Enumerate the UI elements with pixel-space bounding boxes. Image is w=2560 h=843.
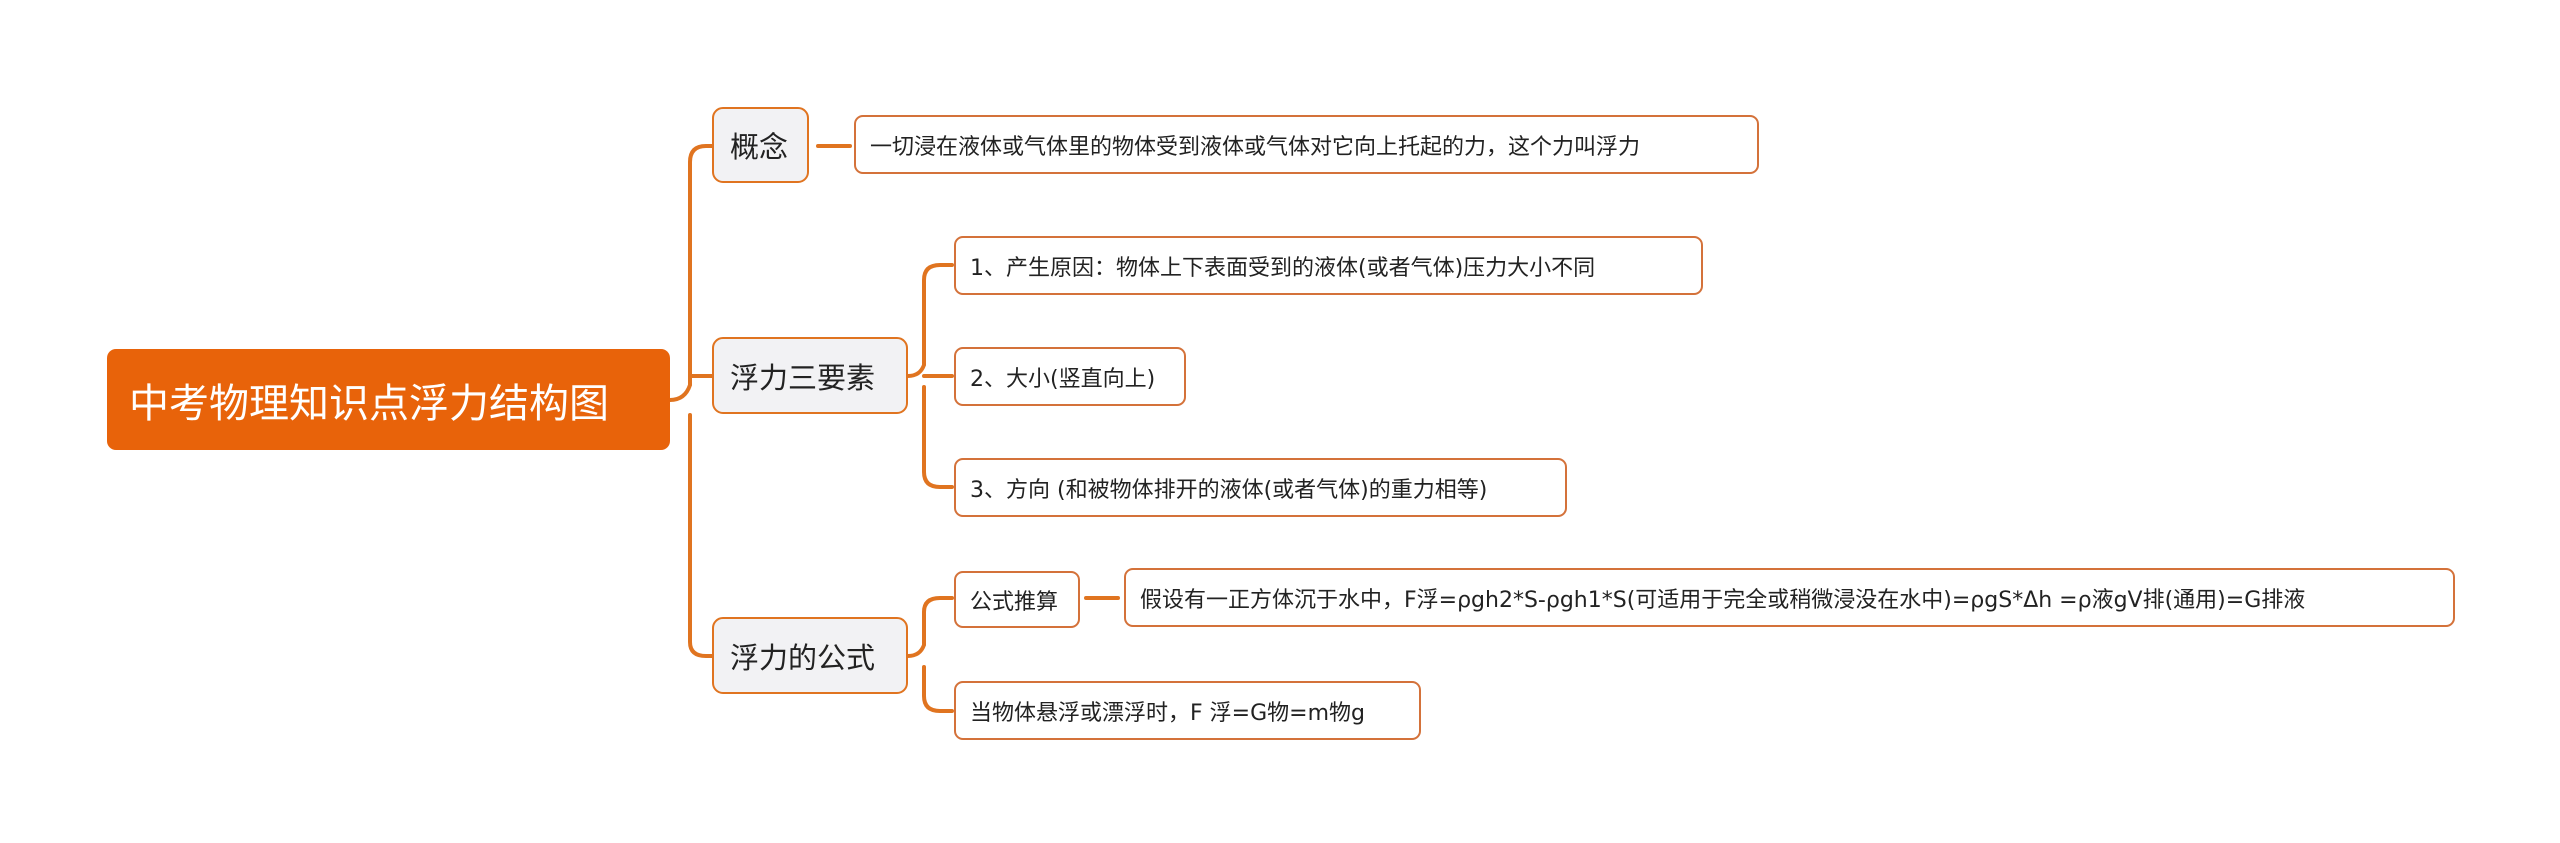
root-topic[interactable]: 中考物理知识点浮力结构图 bbox=[107, 349, 670, 450]
leaf-cause[interactable]: 1、产生原因：物体上下表面受到的液体(或者气体)压力大小不同 bbox=[954, 236, 1703, 295]
connector-elements bbox=[906, 263, 954, 489]
branch-concept[interactable]: 概念 bbox=[712, 107, 809, 183]
leaf-formula-derivation-label[interactable]: 公式推算 bbox=[954, 571, 1080, 628]
leaf-floating-condition[interactable]: 当物体悬浮或漂浮时，F 浮=G物=m物g bbox=[954, 681, 1421, 740]
branch-three-elements[interactable]: 浮力三要素 bbox=[712, 337, 908, 414]
leaf-concept-definition[interactable]: 一切浸在液体或气体里的物体受到液体或气体对它向上托起的力，这个力叫浮力 bbox=[854, 115, 1759, 174]
leaf-direction[interactable]: 3、方向 (和被物体排开的液体(或者气体)的重力相等) bbox=[954, 458, 1567, 517]
connector-root bbox=[668, 144, 714, 658]
leaf-magnitude[interactable]: 2、大小(竖直向上) bbox=[954, 347, 1186, 406]
connector-formula bbox=[906, 596, 954, 713]
leaf-formula-derivation[interactable]: 假设有一正方体沉于水中，F浮=ρgh2*S-ρgh1*S(可适用于完全或稍微浸没… bbox=[1124, 568, 2455, 627]
branch-formula[interactable]: 浮力的公式 bbox=[712, 617, 908, 694]
